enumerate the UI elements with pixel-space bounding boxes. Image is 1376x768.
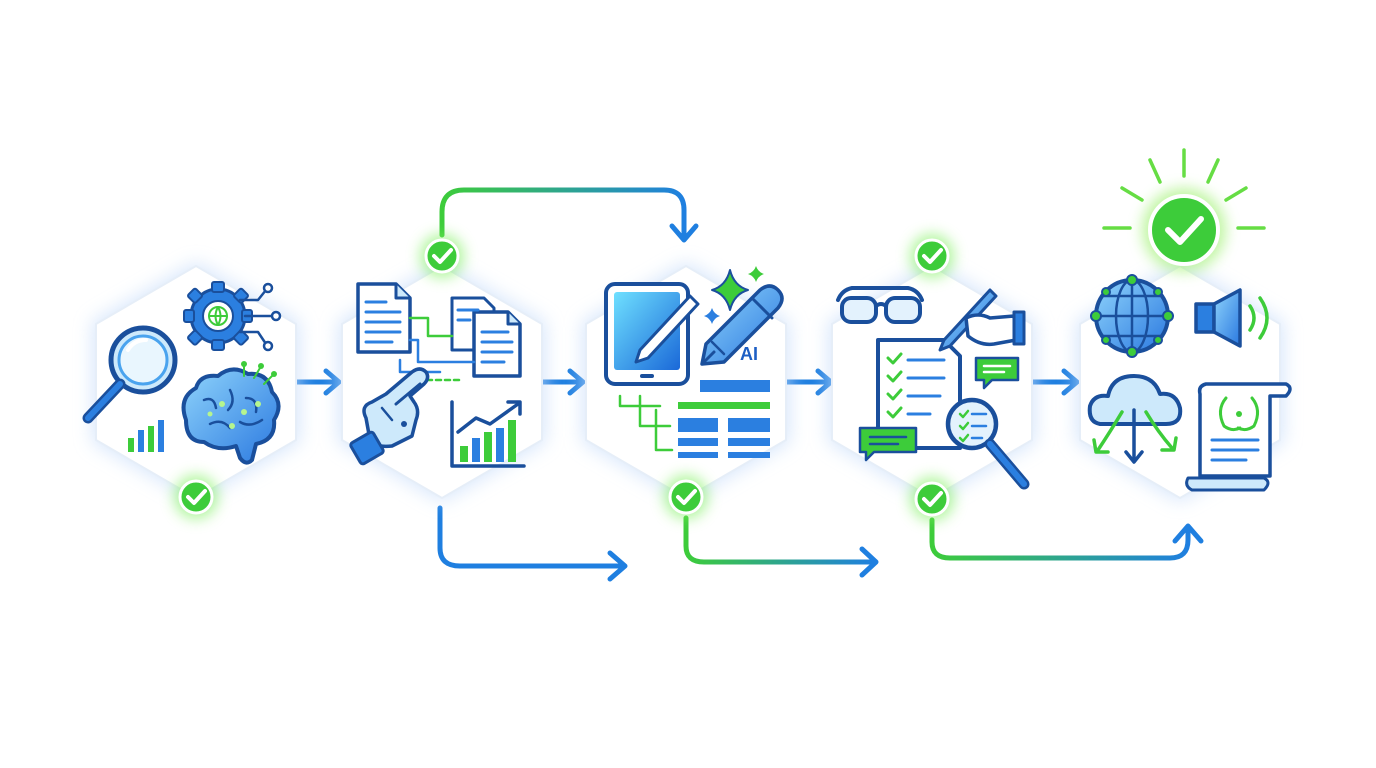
certificate-scroll-icon bbox=[1185, 382, 1292, 492]
document-stack-icon bbox=[450, 296, 522, 378]
cloud-download-icon bbox=[1087, 374, 1183, 464]
arrowhead-bottom-2 bbox=[859, 546, 879, 578]
magnifier-icon bbox=[82, 325, 178, 424]
check-badge-stage-1 bbox=[174, 475, 218, 519]
arrowhead-bottom-1 bbox=[607, 550, 628, 582]
stage-1-icons bbox=[82, 281, 282, 465]
ai-label: AI bbox=[740, 344, 758, 364]
arrowhead-top bbox=[669, 223, 699, 243]
signing-hand-icon bbox=[938, 288, 1026, 352]
robot-hand-icon bbox=[349, 367, 430, 466]
magnifier-icon-2 bbox=[945, 397, 1030, 490]
check-badge-stage-2 bbox=[420, 234, 464, 278]
document-icon bbox=[356, 282, 412, 354]
arrowhead-bottom-3 bbox=[1172, 523, 1204, 544]
stage-3-icons: AI bbox=[604, 266, 784, 458]
loop-arrow-bottom-1 bbox=[437, 505, 627, 569]
layout-grid-icon bbox=[618, 380, 770, 458]
check-badge-stage-4-bottom bbox=[910, 477, 954, 521]
sparkle-icon bbox=[704, 266, 764, 324]
bar-chart-icon bbox=[128, 420, 164, 452]
loop-arrow-top bbox=[439, 187, 687, 241]
brain-circuit-icon bbox=[181, 361, 281, 465]
loop-arrow-bottom-2 bbox=[683, 515, 877, 565]
success-sun-check-icon bbox=[1102, 148, 1266, 272]
loop-arrow-bottom-3 bbox=[929, 517, 1191, 561]
globe-icon bbox=[1090, 274, 1174, 358]
speaker-icon bbox=[1194, 288, 1269, 348]
check-badges bbox=[174, 234, 954, 521]
chat-bubble-icon bbox=[858, 356, 1020, 462]
gear-globe-icon bbox=[183, 281, 282, 352]
glasses-icon bbox=[836, 286, 924, 324]
growth-chart-icon bbox=[450, 400, 526, 468]
pen-icon bbox=[700, 284, 784, 366]
stage-4-icons bbox=[836, 286, 1030, 490]
check-badge-stage-4-top bbox=[910, 234, 954, 278]
stage-5-icons bbox=[1087, 274, 1292, 492]
stage-2-icons bbox=[349, 282, 526, 468]
tablet-pen-icon bbox=[604, 282, 700, 386]
check-badge-stage-3 bbox=[664, 475, 708, 519]
